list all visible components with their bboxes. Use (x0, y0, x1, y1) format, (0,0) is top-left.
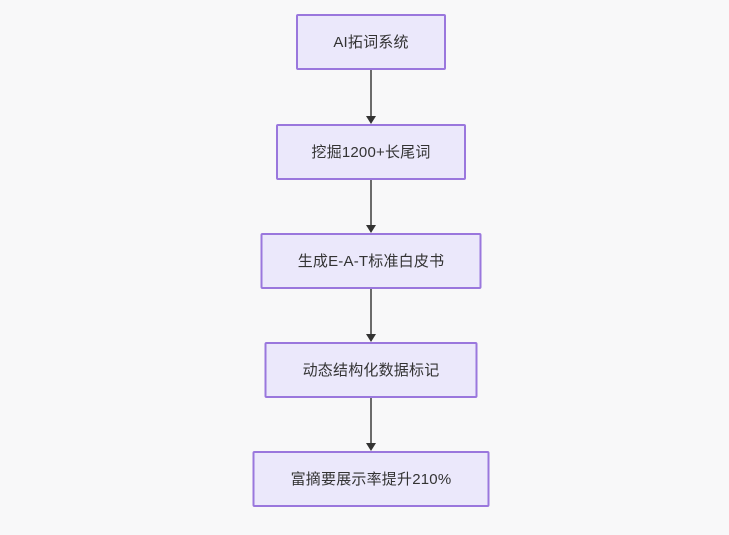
arrowhead-icon (366, 225, 376, 233)
flow-node[interactable]: AI拓词系统 (296, 14, 446, 70)
edge-line (370, 70, 372, 117)
arrowhead-icon (366, 116, 376, 124)
flow-node-label: AI拓词系统 (333, 33, 409, 51)
arrowhead-icon (366, 443, 376, 451)
flow-node[interactable]: 挖掘1200+长尾词 (276, 124, 466, 180)
flow-node-label: 挖掘1200+长尾词 (311, 143, 431, 161)
arrowhead-icon (366, 334, 376, 342)
edge-line (370, 289, 372, 335)
flow-node[interactable]: 动态结构化数据标记 (264, 342, 478, 398)
flow-node[interactable]: 生成E-A-T标准白皮书 (260, 233, 482, 289)
flow-edge (365, 70, 377, 124)
edge-line (370, 398, 372, 444)
flow-edge (365, 398, 377, 451)
flow-node-label: 动态结构化数据标记 (302, 361, 440, 379)
flow-edge (365, 180, 377, 233)
edge-line (370, 180, 372, 226)
flow-edge (365, 289, 377, 342)
flow-node-label: 富摘要展示率提升210% (290, 470, 452, 488)
flow-node[interactable]: 富摘要展示率提升210% (252, 451, 490, 507)
flow-node-label: 生成E-A-T标准白皮书 (297, 252, 445, 270)
